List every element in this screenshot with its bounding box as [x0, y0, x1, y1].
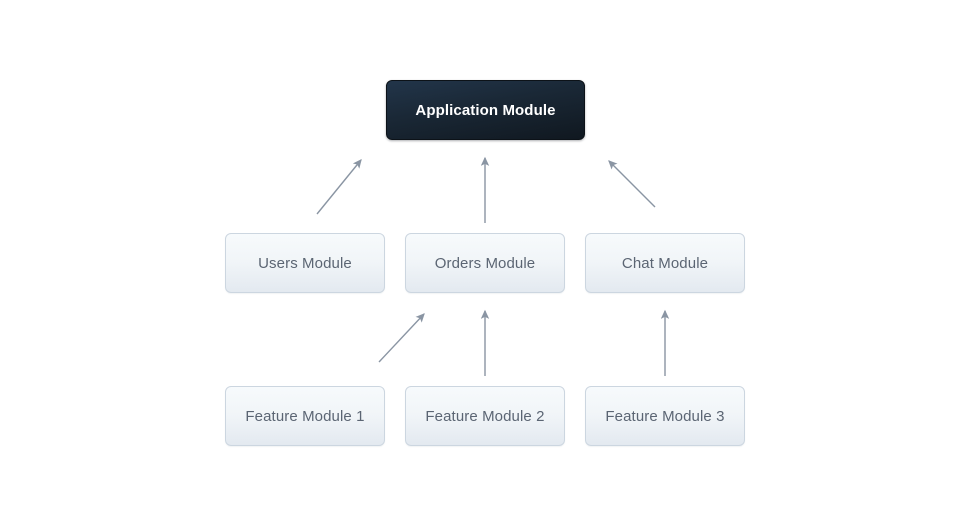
node-chat-module-label: Chat Module [621, 254, 709, 272]
node-feature-module-3[interactable]: Feature Module 3 [585, 386, 745, 446]
node-feature-module-1-label: Feature Module 1 [245, 407, 365, 425]
node-users-module[interactable]: Users Module [225, 233, 385, 293]
edge-feature1-to-orders [378, 313, 425, 363]
node-feature-module-3-label: Feature Module 3 [605, 407, 725, 425]
edge-chat-to-app [608, 160, 656, 208]
node-application-module-label: Application Module [415, 101, 556, 119]
node-orders-module[interactable]: Orders Module [405, 233, 565, 293]
node-feature-module-1[interactable]: Feature Module 1 [225, 386, 385, 446]
node-feature-module-2[interactable]: Feature Module 2 [405, 386, 565, 446]
node-feature-module-2-label: Feature Module 2 [425, 407, 545, 425]
node-chat-module[interactable]: Chat Module [585, 233, 745, 293]
node-orders-module-label: Orders Module [434, 254, 536, 272]
edge-users-to-app [316, 159, 362, 215]
node-users-module-label: Users Module [258, 254, 352, 272]
node-application-module[interactable]: Application Module [386, 80, 585, 140]
